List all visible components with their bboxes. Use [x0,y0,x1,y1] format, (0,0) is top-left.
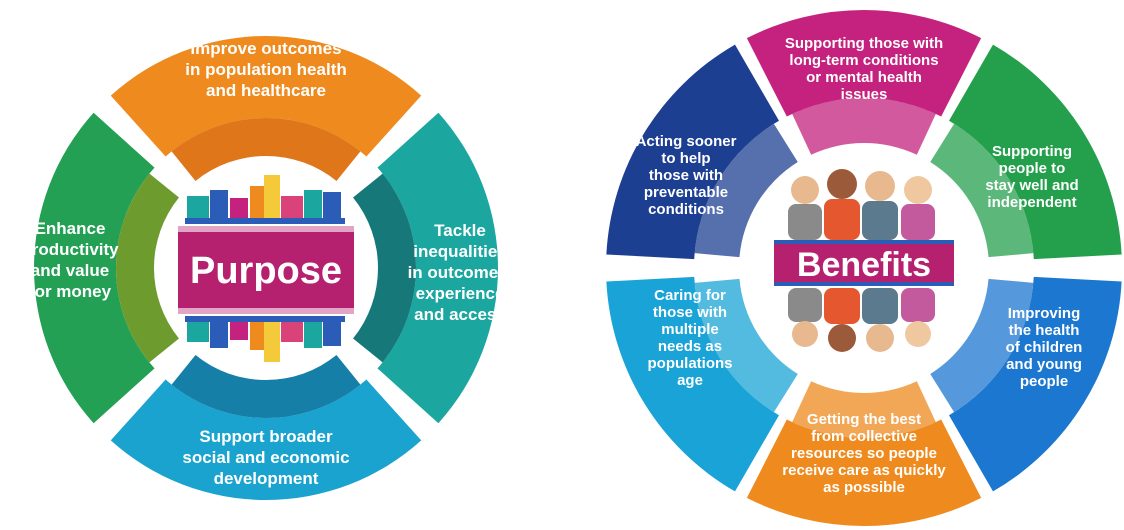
purpose-label-left: Enhance [35,219,106,238]
benefits-label-top-right: Supporting [992,143,1072,160]
benefits-banner [774,240,954,286]
benefits-segment-top-right [949,44,1122,260]
purpose-title: Purpose [190,250,342,292]
benefits-label-bottom-right: Improving [1008,305,1081,322]
purpose-label-top: Improve outcomes [190,39,341,58]
benefits-inner-ring-bottom-left [694,278,798,413]
benefits-label-bottom: as possible [823,479,905,496]
purpose-label-bottom: social and economic [182,448,349,467]
benefits-label-bottom: receive care as quickly [782,462,946,479]
benefits-label-bottom-left: age [677,372,703,389]
benefits-label-top: Supporting those with [785,35,943,52]
benefits-label-top-left: conditions [648,201,724,218]
people-group-top-icon [788,169,935,240]
purpose-segment-right [377,112,499,424]
city-skyline-bottom-icon [185,316,345,362]
benefits-label-bottom-right: of children [1006,339,1083,356]
purpose-segment-left [33,112,155,424]
benefits-label-top-right: stay well and [985,177,1078,194]
purpose-label-right: in outcomes, [408,263,513,282]
benefits-label-bottom: resources so people [791,445,937,462]
benefits-label-bottom-right: the health [1009,322,1080,339]
purpose-label-bottom: development [214,469,319,488]
benefits-label-bottom-left: populations [648,355,733,372]
purpose-label-right: Tackle [434,221,486,240]
benefits-label-bottom: Getting the best [807,411,921,428]
purpose-segment-top [110,35,422,157]
benefits-label-bottom: from collective [811,428,917,445]
purpose-wheel: Improve outcomes in population health and … [21,35,513,500]
benefits-segment-bottom-right [949,276,1122,492]
purpose-label-bottom: Support broader [199,427,333,446]
benefits-title: Benefits [797,246,931,284]
purpose-inner-ring-left [115,173,179,363]
benefits-center: Benefits [774,169,954,352]
benefits-label-bottom-right: and young [1006,356,1082,373]
benefits-inner-ring-top-left [694,123,798,258]
benefits-label-top: or mental health [806,69,922,86]
purpose-center: Purpose [178,175,354,362]
benefits-label-top-left: preventable [644,184,728,201]
benefits-inner-ring-bottom [792,381,936,438]
benefits-label-top: long-term conditions [789,52,938,69]
city-skyline-top-icon [185,175,345,224]
purpose-label-right: and access [414,305,506,324]
benefits-segment-bottom-left [606,276,779,492]
benefits-label-top-right: people to [999,160,1066,177]
purpose-label-top: in population health [185,60,346,79]
purpose-label-right: inequalities [413,242,507,261]
people-group-bottom-icon [788,288,935,352]
benefits-label-bottom-left: multiple [661,321,719,338]
benefits-inner-ring-top-right [930,123,1034,258]
benefits-label-top: issues [841,86,888,103]
benefits-label-top-left: Acting sooner [636,133,737,150]
benefits-label-top-left: those with [649,167,723,184]
benefits-label-top-left: to help [661,150,710,167]
benefits-segment-top [746,9,982,117]
benefits-label-bottom-right: people [1020,373,1068,390]
purpose-inner-ring-bottom [171,355,361,419]
purpose-inner-ring-top [171,117,361,181]
purpose-label-left: productivity [21,240,119,259]
benefits-inner-ring-bottom-right [930,278,1034,413]
purpose-label-left: for money [29,282,112,301]
purpose-label-top: and healthcare [206,81,326,100]
benefits-label-bottom-left: needs as [658,338,722,355]
benefits-segment-top-left [606,44,779,260]
benefits-label-bottom-left: those with [653,304,727,321]
purpose-banner [178,226,354,314]
purpose-segment-bottom [110,379,422,500]
purpose-label-left: and value [31,261,109,280]
benefits-inner-ring-top [792,98,936,155]
benefits-segment-bottom [746,419,982,526]
purpose-label-right: experience [416,284,505,303]
benefits-label-bottom-left: Caring for [654,287,726,304]
benefits-label-top-right: independent [987,194,1076,211]
purpose-inner-ring-right [353,173,417,363]
